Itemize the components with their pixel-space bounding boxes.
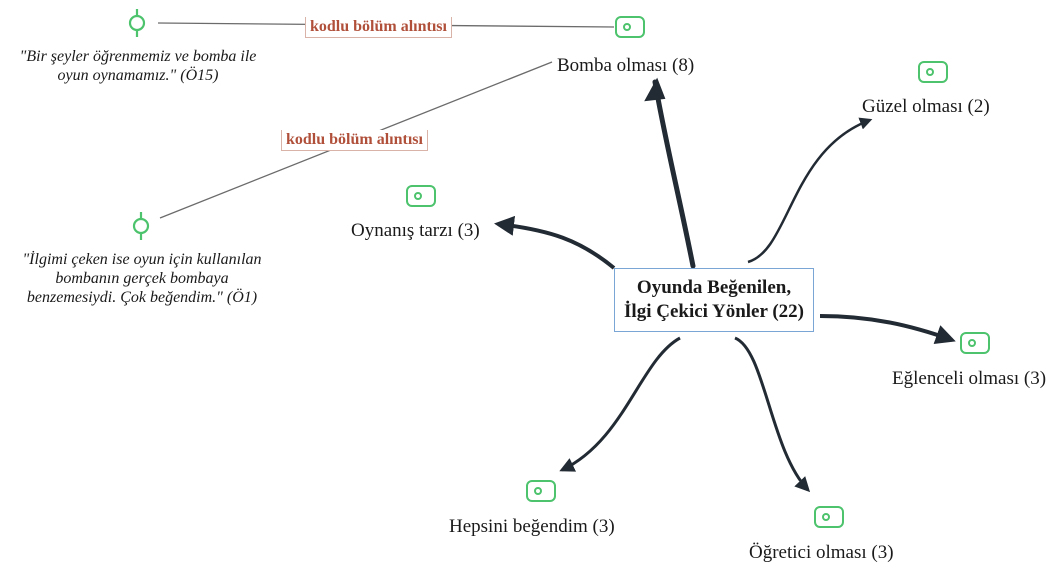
arrow-to-hepsini [559,336,681,472]
code-label-ogretici[interactable]: Öğretici olması (3) [749,542,894,563]
arrow-to-bomba [652,79,696,269]
central-node-title-line2: İlgi Çekici Yönler (22) [624,301,804,322]
link-label-middle[interactable]: kodlu bölüm alıntısı [281,130,428,151]
code-icon[interactable] [960,332,990,354]
quotation-line: "Bir şeyler öğrenmemiz ve bomba ile [19,48,257,65]
code-label-guzel[interactable]: Güzel olması (2) [862,96,990,117]
quotation-o15: "Bir şeyler öğrenmemiz ve bomba ile oyun… [6,47,270,85]
code-label-hepsini[interactable]: Hepsini beğendim (3) [449,516,615,537]
central-node-title-line1: Oyunda Beğenilen, [636,277,792,299]
arrowhead-bomba [644,77,666,102]
central-code-node[interactable]: Oyunda Beğenilen, İlgi Çekici Yönler (22… [614,268,814,332]
quotation-line: benzemesiydi. Çok beğendim." (Ö1) [26,289,258,307]
code-icon[interactable] [406,185,436,207]
arrow-to-eglenceli [819,314,956,345]
code-icon[interactable] [918,61,948,83]
quotation-line: oyun oynamamız." (Ö15) [57,67,219,85]
code-icon[interactable] [615,16,645,38]
arrow-to-guzel [747,117,873,264]
code-icon[interactable] [814,506,844,528]
quotation-line: bombanın gerçek bombaya [55,270,229,288]
code-label-bomba[interactable]: Bomba olması (8) [557,55,695,76]
arrow-to-ogretici [734,336,811,493]
quotation-line: "İlgimi çeken ise oyun için kullanılan [22,251,262,268]
code-label-oynanis[interactable]: Oynanış tarzı (3) [351,220,480,241]
code-icon[interactable] [526,480,556,502]
quotation-icon[interactable] [127,8,147,38]
arrow-to-oynanis [494,215,616,270]
code-label-eglenceli[interactable]: Eğlenceli olması (3) [892,368,1047,389]
quotation-icon[interactable] [131,211,151,241]
quotation-o1: "İlgimi çeken ise oyun için kullanılan b… [6,250,278,308]
link-label-top[interactable]: kodlu bölüm alıntısı [305,17,452,38]
